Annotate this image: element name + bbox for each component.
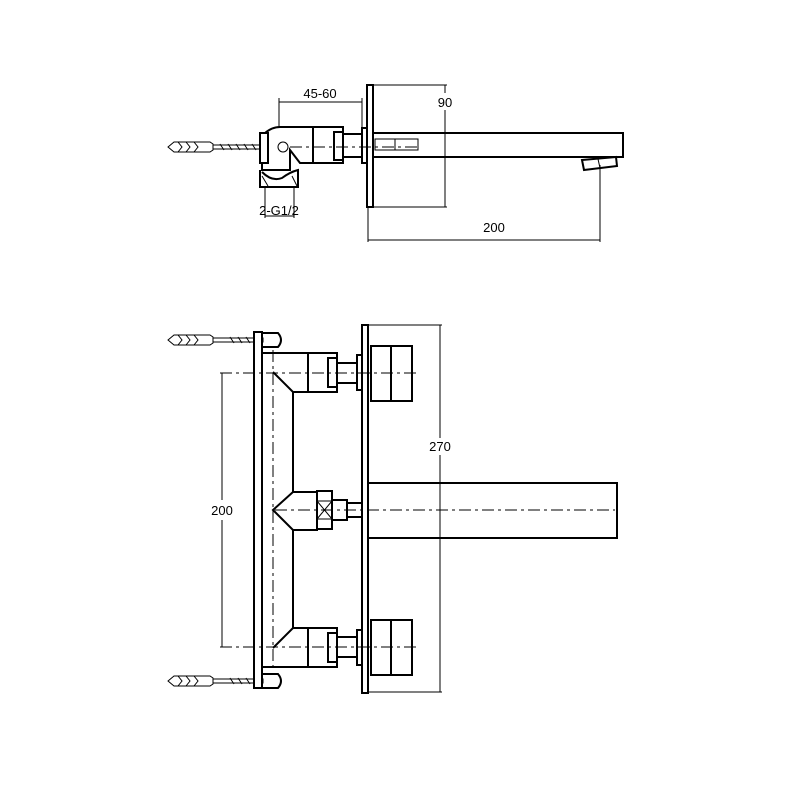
dim-plate-height-label: 90 (438, 95, 452, 110)
dim-inlet-label: 2-G1/2 (259, 203, 299, 218)
dimension-inlet: 2-G1/2 (259, 187, 299, 218)
dimension-handle-spacing: 200 (211, 373, 233, 647)
wall-anchor-screw (167, 141, 264, 153)
dimension-plate-height: 270 (368, 324, 451, 693)
wall-anchor-screw-top (167, 332, 282, 348)
valve-body (259, 126, 368, 188)
dim-depth-label: 45-60 (303, 86, 336, 101)
spout (372, 132, 624, 172)
dimension-spout-length: 200 (367, 165, 601, 242)
front-view: 200 270 (167, 324, 618, 694)
dim-spout-length-label: 200 (483, 220, 505, 235)
dimension-plate-height: 90 (373, 84, 452, 208)
dim-plate-height-label: 270 (429, 439, 451, 454)
dimension-depth: 45-60 (278, 86, 363, 128)
wall-anchor-screw-bottom (167, 673, 282, 689)
dim-handle-spacing-label: 200 (211, 503, 233, 518)
side-view: 45-60 90 200 2-G1/2 (167, 84, 624, 242)
mounting-bracket (253, 331, 263, 689)
